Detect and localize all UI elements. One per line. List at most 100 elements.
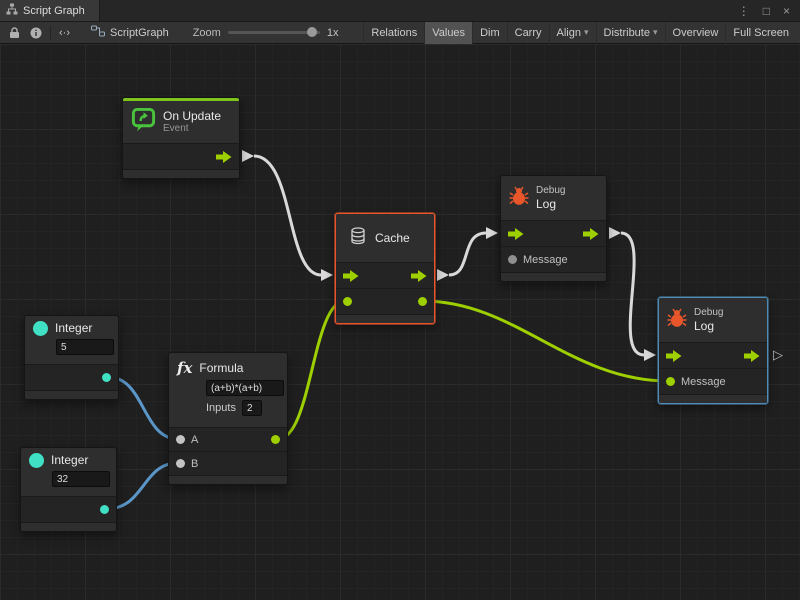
- input-port-b[interactable]: [176, 459, 185, 468]
- wire-arrowhead: [437, 269, 449, 281]
- wire-arrowhead: [486, 227, 498, 239]
- dim-button[interactable]: Dim: [472, 21, 507, 44]
- connection-onupdate-cache[interactable]: [253, 154, 322, 277]
- info-icon[interactable]: [25, 22, 47, 43]
- control-input-port[interactable]: [343, 269, 359, 282]
- node-on-update[interactable]: On Update Event: [122, 97, 240, 179]
- zoom-slider[interactable]: [227, 27, 320, 37]
- node-subtitle: Event: [163, 123, 189, 135]
- connection-cache-debuglog1[interactable]: [448, 231, 487, 277]
- node-debug-log-right[interactable]: Debug Log Message: [658, 297, 768, 404]
- database-icon: [349, 226, 367, 250]
- graph-breadcrumb[interactable]: ScriptGraph: [91, 25, 169, 40]
- node-debug-log-top[interactable]: Debug Log Message: [500, 175, 607, 282]
- node-category: Debug: [536, 184, 566, 196]
- integer-value-input[interactable]: 32: [52, 471, 110, 487]
- bug-icon: [667, 308, 687, 333]
- integer-value-input[interactable]: 5: [56, 339, 114, 355]
- node-integer-5[interactable]: Integer 5: [24, 315, 119, 400]
- node-integer-32[interactable]: Integer 32: [20, 447, 117, 532]
- button-label: Align: [556, 26, 581, 39]
- overview-button[interactable]: Overview: [664, 21, 726, 44]
- node-title: Cache: [375, 230, 410, 245]
- control-output-port[interactable]: [744, 349, 760, 362]
- formula-expression-input[interactable]: (a+b)*(a+b): [206, 380, 284, 396]
- lock-icon[interactable]: [4, 22, 25, 43]
- carry-button[interactable]: Carry: [506, 21, 549, 44]
- port-label: B: [191, 457, 199, 470]
- chevron-down-icon: ▾: [652, 27, 658, 37]
- value-input-port[interactable]: [343, 297, 352, 306]
- connection-formula-cache[interactable]: [277, 299, 346, 441]
- integer-icon: [29, 453, 44, 468]
- node-footer: [169, 475, 287, 484]
- node-footer: [501, 272, 606, 281]
- node-footer: [659, 394, 767, 403]
- connection-cache-message[interactable]: [422, 299, 669, 383]
- script-graph-icon: [91, 25, 105, 40]
- tab-script-graph[interactable]: Script Graph: [0, 0, 100, 21]
- formula-icon: fx: [177, 359, 193, 377]
- node-title: Formula: [199, 360, 244, 375]
- node-title: Integer: [51, 453, 89, 468]
- node-category: Debug: [694, 306, 724, 318]
- menu-icon[interactable]: ⋮: [737, 3, 750, 18]
- graph-name: ScriptGraph: [110, 26, 169, 39]
- value-output-port[interactable]: [102, 373, 111, 382]
- node-formula[interactable]: fx Formula (a+b)*(a+b) Inputs 2 A B: [168, 352, 288, 485]
- relations-button[interactable]: Relations: [363, 21, 424, 44]
- node-footer: [336, 314, 434, 323]
- wire-arrowhead: [242, 150, 254, 162]
- button-label: Carry: [514, 26, 542, 39]
- input-port-a[interactable]: [176, 435, 185, 444]
- integer-icon: [33, 321, 48, 336]
- full-screen-button[interactable]: Full Screen: [725, 21, 796, 44]
- port-label: A: [191, 433, 199, 446]
- button-label: Full Screen: [733, 26, 789, 39]
- message-input-port[interactable]: [508, 255, 517, 264]
- value-output-port[interactable]: [271, 435, 280, 444]
- values-button[interactable]: Values: [424, 21, 473, 44]
- event-icon: [131, 107, 156, 137]
- button-label: Overview: [672, 26, 719, 39]
- graph-toolbar: ‹·› ScriptGraph Zoom 1x Relations Values…: [0, 21, 800, 44]
- code-icon[interactable]: ‹·›: [59, 26, 70, 39]
- button-label: Values: [432, 26, 466, 39]
- control-output-port[interactable]: [411, 269, 427, 282]
- node-footer: [25, 390, 118, 399]
- wire-arrowhead: [609, 227, 621, 239]
- zoom-value: 1x: [326, 26, 339, 39]
- value-output-port[interactable]: [418, 297, 427, 306]
- connection-integer32-formula-b[interactable]: [105, 461, 179, 511]
- zoom-label: Zoom: [192, 26, 221, 39]
- event-accent-bar: [123, 98, 239, 101]
- maximize-icon[interactable]: □: [762, 3, 770, 18]
- zoom-slider-handle[interactable]: [306, 27, 317, 37]
- button-label: Relations: [371, 26, 418, 39]
- control-output-port[interactable]: [583, 227, 599, 240]
- toolbar-separator: [50, 26, 51, 39]
- graph-canvas[interactable]: On Update Event Cache: [0, 44, 800, 600]
- control-output-port[interactable]: [216, 150, 232, 163]
- wire-arrowhead: [321, 269, 333, 281]
- control-input-port[interactable]: [666, 349, 682, 362]
- node-cache[interactable]: Cache: [335, 213, 435, 324]
- node-footer: [123, 169, 239, 178]
- control-input-port[interactable]: [508, 227, 524, 240]
- port-label: Message: [523, 253, 568, 266]
- port-label: Message: [681, 375, 726, 388]
- node-title: Log: [694, 318, 715, 333]
- align-button[interactable]: Align▾: [548, 21, 596, 44]
- distribute-button[interactable]: Distribute▾: [595, 21, 665, 44]
- message-input-port[interactable]: [666, 377, 675, 386]
- button-label: Dim: [480, 26, 500, 39]
- value-output-port[interactable]: [100, 505, 109, 514]
- connection-debuglog1-debuglog2[interactable]: [620, 231, 645, 357]
- node-footer: [21, 522, 116, 531]
- title-bar: Script Graph ⋮ □ ×: [0, 0, 800, 22]
- formula-inputs-count[interactable]: 2: [241, 400, 262, 416]
- close-icon[interactable]: ×: [782, 3, 790, 18]
- wire-arrowhead: [644, 349, 656, 361]
- play-indicator-icon: ▷: [773, 347, 783, 362]
